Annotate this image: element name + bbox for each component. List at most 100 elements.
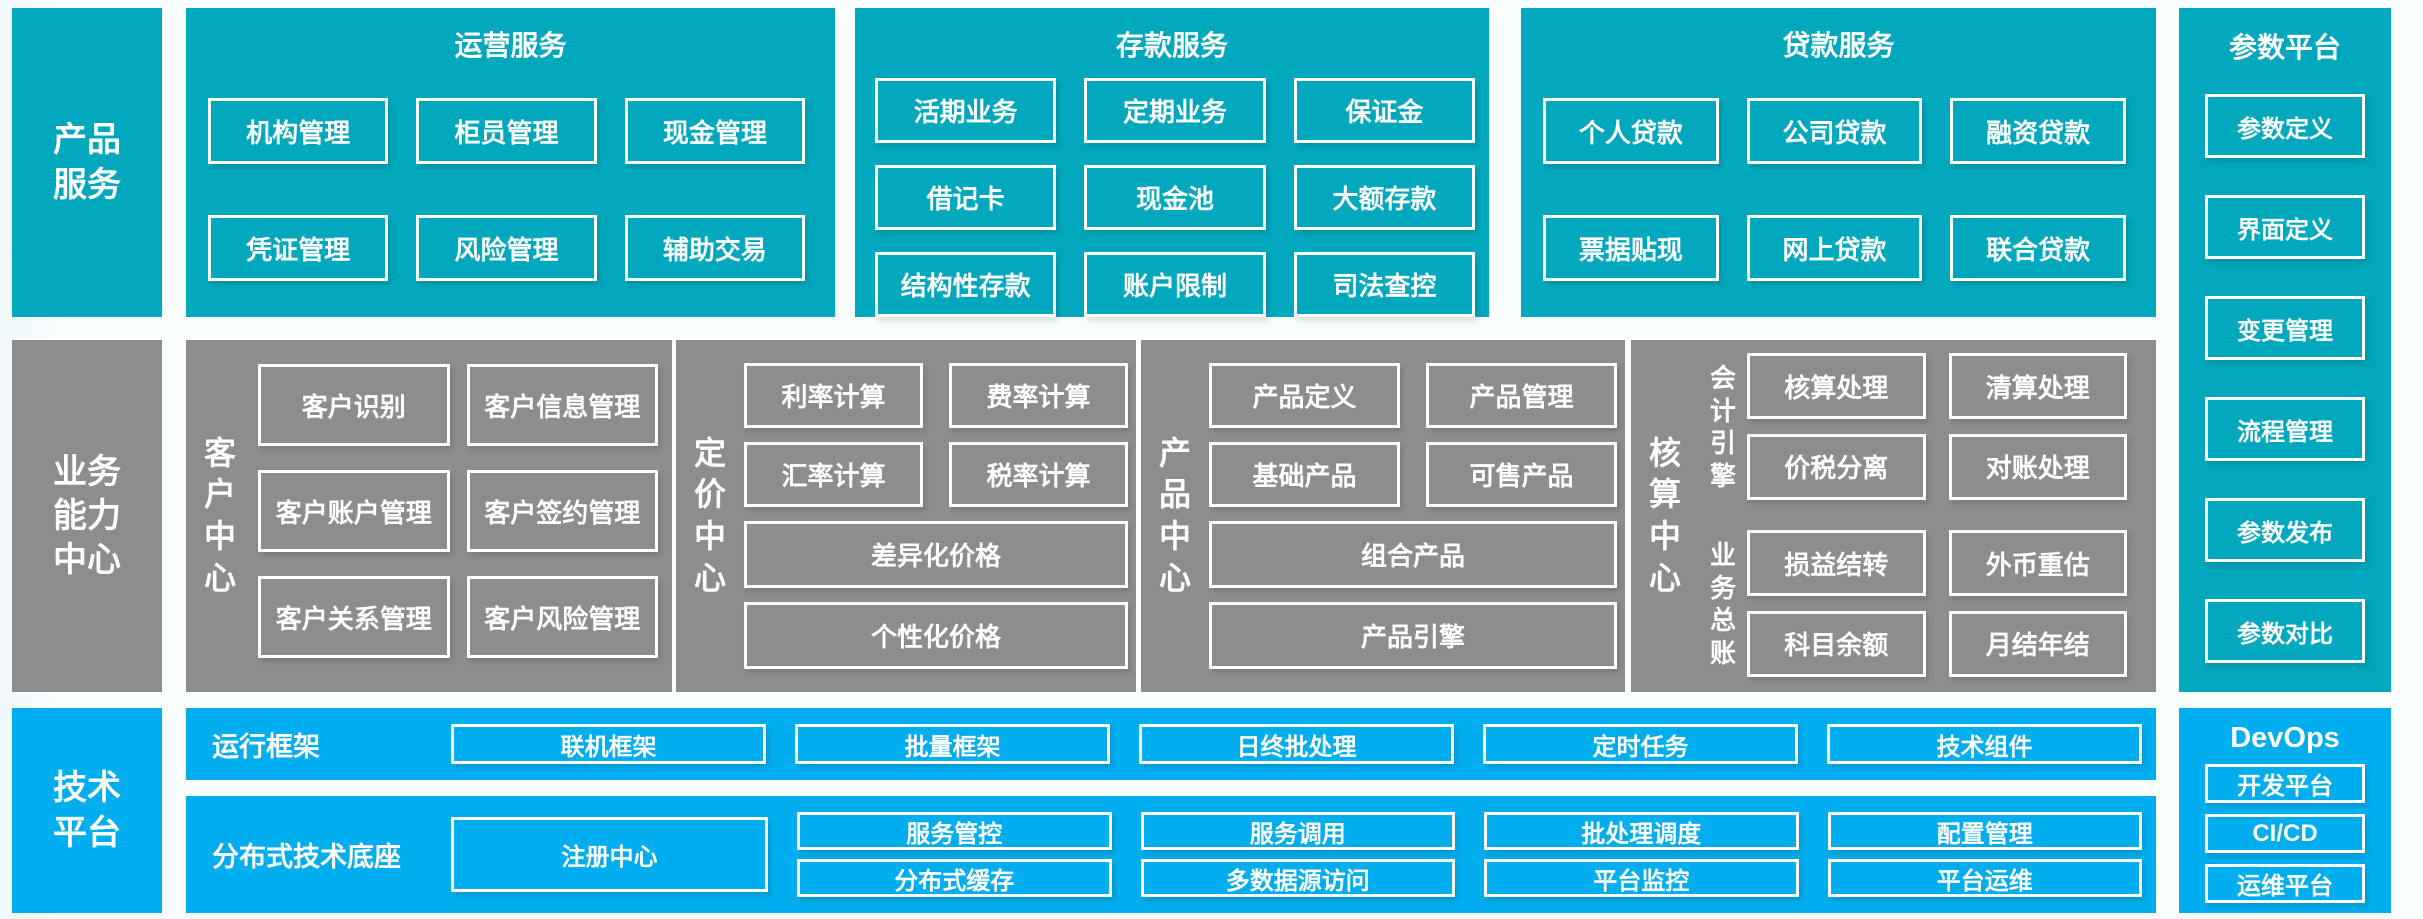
module-box: 联机框架 — [451, 724, 766, 764]
business-ledger-label-wrap: 业务总账 — [1699, 530, 1747, 678]
module-box: 利率计算 — [744, 363, 923, 428]
module-box: 技术组件 — [1827, 724, 2142, 764]
product-center-label: 产品中心 — [1158, 434, 1191, 596]
module-box: 批量框架 — [795, 724, 1110, 764]
module-box: 分布式缓存 — [797, 859, 1112, 897]
loan-grid: 个人贷款 公司贷款 融资贷款 票据贴现 网上贷款 联合贷款 — [1543, 98, 2126, 281]
distributed-column: 服务调用 多数据源访问 — [1140, 812, 1455, 897]
module-box: 变更管理 — [2205, 296, 2365, 360]
section-operations-title: 运营服务 — [454, 30, 567, 61]
module-box: 保证金 — [1293, 78, 1475, 143]
module-box: 差异化价格 — [744, 521, 1128, 588]
devops-stack: 开发平台 CI/CD 运维平台 — [2205, 764, 2365, 903]
module-box: 大额存款 — [1293, 165, 1475, 230]
section-distributed-base: 分布式技术底座 注册中心 服务管控 分布式缓存 服务调用 多数据源访问 批处理调… — [186, 796, 2156, 913]
module-box: 客户风险管理 — [466, 576, 658, 658]
section-runtime-framework: 运行框架 联机框架 批量框架 日终批处理 定时任务 技术组件 — [186, 708, 2156, 780]
section-parameter-platform-title: 参数平台 — [2228, 32, 2341, 63]
rail-business-capability-label: 业务能力中心 — [53, 452, 121, 580]
module-box: 客户签约管理 — [466, 470, 658, 552]
rail-business-capability: 业务能力中心 — [12, 340, 162, 692]
module-box: 公司贷款 — [1746, 98, 1923, 164]
module-box: 个性化价格 — [744, 602, 1128, 669]
distributed-column: 服务管控 分布式缓存 — [797, 812, 1112, 897]
module-box: 风险管理 — [416, 215, 597, 281]
module-box: 定期业务 — [1084, 78, 1266, 143]
section-deposit-title: 存款服务 — [1115, 30, 1228, 61]
module-box: 账户限制 — [1084, 252, 1266, 317]
module-box: CI/CD — [2205, 814, 2365, 853]
module-box: 柜员管理 — [416, 98, 597, 164]
module-box: 对账处理 — [1948, 433, 2127, 500]
accounting-engine-group: 会计引擎 核算处理 清算处理 价税分离 对账处理 — [1699, 353, 2127, 501]
module-box: 基础产品 — [1209, 442, 1400, 507]
module-box: 个人贷款 — [1543, 98, 1719, 164]
module-box: 机构管理 — [208, 98, 389, 164]
module-box: 配置管理 — [1827, 812, 2142, 850]
module-box: 外币重估 — [1948, 530, 2127, 596]
pricing-center-label: 定价中心 — [693, 434, 726, 596]
module-box: 可售产品 — [1426, 442, 1617, 507]
module-box: 月结年结 — [1948, 610, 2127, 677]
section-accounting-center: 核算中心 会计引擎 核算处理 清算处理 价税分离 对账处理 业务总账 损 — [1631, 340, 2156, 692]
rail-product-services: 产品服务 — [12, 8, 162, 317]
module-box: 活期业务 — [875, 78, 1057, 143]
module-box: 价税分离 — [1747, 433, 1926, 500]
accounting-engine-label-wrap: 会计引擎 — [1699, 353, 1747, 501]
section-loan-services: 贷款服务 个人贷款 公司贷款 融资贷款 票据贴现 网上贷款 联合贷款 — [1521, 8, 2156, 317]
product-grid: 产品定义 产品管理 基础产品 可售产品 组合产品 产品引擎 — [1209, 363, 1617, 670]
module-box: 汇率计算 — [744, 442, 923, 507]
module-box: 批处理调度 — [1484, 812, 1799, 850]
module-box: 现金管理 — [624, 98, 805, 164]
module-box: 结构性存款 — [875, 252, 1057, 317]
module-box: 清算处理 — [1948, 353, 2127, 419]
module-box: 费率计算 — [949, 363, 1128, 428]
module-box: 参数发布 — [2205, 498, 2365, 562]
module-box: 服务管控 — [797, 812, 1112, 850]
module-box: 参数定义 — [2205, 94, 2365, 158]
operations-grid: 机构管理 柜员管理 现金管理 凭证管理 风险管理 辅助交易 — [208, 98, 805, 281]
module-box: 定时任务 — [1483, 724, 1798, 764]
distributed-base-label: 分布式技术底座 — [212, 842, 401, 872]
module-box: 借记卡 — [875, 165, 1057, 230]
customer-grid: 客户识别 客户信息管理 客户账户管理 客户签约管理 客户关系管理 客户风险管理 — [258, 364, 658, 658]
module-box: 税率计算 — [949, 442, 1128, 507]
module-box: 辅助交易 — [624, 215, 805, 281]
module-box: 产品管理 — [1426, 363, 1617, 428]
section-pricing-center: 定价中心 利率计算 费率计算 汇率计算 税率计算 差异化价格 个性化价格 — [676, 340, 1136, 692]
module-box: 现金池 — [1084, 165, 1266, 230]
module-box: 客户信息管理 — [466, 364, 658, 446]
rail-tech-platform: 技术平台 — [12, 708, 162, 913]
customer-center-label: 客户中心 — [203, 434, 236, 596]
accounting-engine-label: 会计引擎 — [1709, 363, 1736, 491]
module-box: 平台运维 — [1827, 859, 2142, 897]
module-box: 界面定义 — [2205, 195, 2365, 259]
business-ledger-label: 业务总账 — [1709, 540, 1736, 668]
module-box: 科目余额 — [1747, 610, 1926, 677]
devops-title: DevOps — [2230, 722, 2340, 754]
module-box: 参数对比 — [2205, 599, 2365, 663]
section-customer-center: 客户中心 客户识别 客户信息管理 客户账户管理 客户签约管理 客户关系管理 客户… — [186, 340, 672, 692]
module-box: 损益结转 — [1747, 530, 1926, 596]
accounting-center-label-wrap: 核算中心 — [1631, 340, 1699, 692]
module-box: 客户账户管理 — [258, 470, 450, 552]
module-box: 核算处理 — [1747, 353, 1926, 419]
section-operations-services: 运营服务 机构管理 柜员管理 现金管理 凭证管理 风险管理 辅助交易 — [186, 8, 835, 317]
rail-tech-platform-label: 技术平台 — [53, 769, 121, 852]
pricing-grid: 利率计算 费率计算 汇率计算 税率计算 差异化价格 个性化价格 — [744, 363, 1128, 670]
product-center-label-wrap: 产品中心 — [1141, 340, 1209, 692]
distributed-column: 配置管理 平台运维 — [1827, 812, 2142, 897]
module-box: 凭证管理 — [208, 215, 389, 281]
deposit-grid: 活期业务 定期业务 保证金 借记卡 现金池 大额存款 结构性存款 账户限制 司法… — [875, 78, 1475, 317]
section-loan-title: 贷款服务 — [1782, 30, 1895, 61]
runtime-framework-label: 运行框架 — [212, 731, 320, 762]
parameter-platform-stack: 参数定义 界面定义 变更管理 流程管理 参数发布 参数对比 — [2205, 94, 2365, 663]
module-box: 客户识别 — [258, 364, 450, 446]
module-box: 融资贷款 — [1950, 98, 2126, 164]
module-box: 流程管理 — [2205, 397, 2365, 461]
business-ledger-group: 业务总账 损益结转 外币重估 科目余额 月结年结 — [1699, 530, 2127, 678]
module-box: 运维平台 — [2205, 864, 2365, 903]
module-box: 多数据源访问 — [1140, 859, 1455, 897]
module-box: 司法查控 — [1293, 252, 1475, 317]
